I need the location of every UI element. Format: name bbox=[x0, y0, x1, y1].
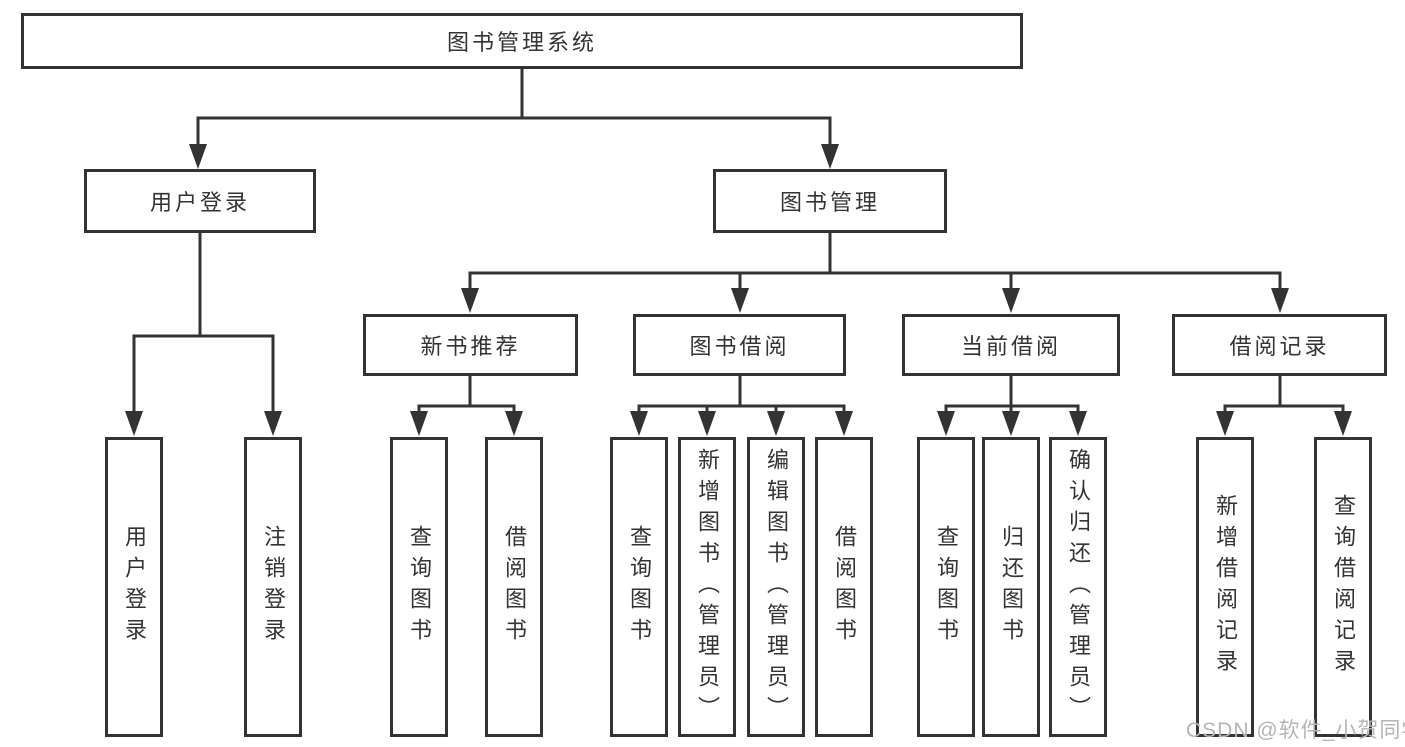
node-book-management-branch: 图书管理 bbox=[713, 169, 947, 233]
node-label: 图书借阅 bbox=[689, 334, 790, 359]
node-label: 用户登录 bbox=[122, 525, 147, 649]
node-current-borrowing: 当前借阅 bbox=[902, 314, 1120, 376]
node-label: 查询图书 bbox=[627, 525, 652, 649]
node-borrow-books-recommend: 借阅图书 bbox=[485, 437, 543, 737]
node-query-borrow-record: 查询借阅记录 bbox=[1314, 437, 1372, 737]
node-label: 查询图书 bbox=[407, 525, 432, 649]
node-label: 查询图书 bbox=[934, 525, 959, 649]
node-query-books-current: 查询图书 bbox=[917, 437, 975, 737]
node-user-login-branch: 用户登录 bbox=[84, 169, 316, 233]
node-edit-books-admin: 编辑图书（管理员） bbox=[747, 437, 805, 737]
node-label: 注销登录 bbox=[261, 525, 286, 649]
csdn-watermark: CSDN @软件_小贺同学 bbox=[1186, 719, 1405, 742]
node-borrow-books: 借阅图书 bbox=[815, 437, 873, 737]
node-root: 图书管理系统 bbox=[21, 13, 1023, 69]
node-add-books-admin: 新增图书（管理员） bbox=[678, 437, 736, 737]
node-user-login: 用户登录 bbox=[105, 437, 163, 737]
node-root-label: 图书管理系统 bbox=[446, 30, 597, 55]
node-label: 确认归还（管理员） bbox=[1066, 447, 1091, 727]
node-label: 新增图书（管理员） bbox=[695, 447, 720, 727]
node-logout: 注销登录 bbox=[244, 437, 302, 737]
node-new-book-recommend: 新书推荐 bbox=[363, 314, 578, 376]
node-label: 借阅图书 bbox=[502, 525, 527, 649]
node-label: 新书推荐 bbox=[420, 334, 521, 359]
node-label: 编辑图书（管理员） bbox=[764, 447, 789, 727]
node-query-books-borrow: 查询图书 bbox=[610, 437, 668, 737]
node-label: 归还图书 bbox=[999, 525, 1024, 649]
node-return-books: 归还图书 bbox=[982, 437, 1040, 737]
node-label: 当前借阅 bbox=[960, 334, 1061, 359]
node-label: 用户登录 bbox=[149, 190, 250, 215]
node-borrowing-records: 借阅记录 bbox=[1172, 314, 1387, 376]
node-confirm-return-admin: 确认归还（管理员） bbox=[1049, 437, 1107, 737]
node-label: 查询借阅记录 bbox=[1331, 494, 1356, 680]
node-label: 新增借阅记录 bbox=[1213, 494, 1238, 680]
node-label: 借阅图书 bbox=[832, 525, 857, 649]
node-label: 借阅记录 bbox=[1229, 334, 1330, 359]
node-query-books-recommend: 查询图书 bbox=[390, 437, 448, 737]
node-label: 图书管理 bbox=[779, 190, 880, 215]
node-add-borrow-record: 新增借阅记录 bbox=[1196, 437, 1254, 737]
node-book-borrowing: 图书借阅 bbox=[633, 314, 846, 376]
